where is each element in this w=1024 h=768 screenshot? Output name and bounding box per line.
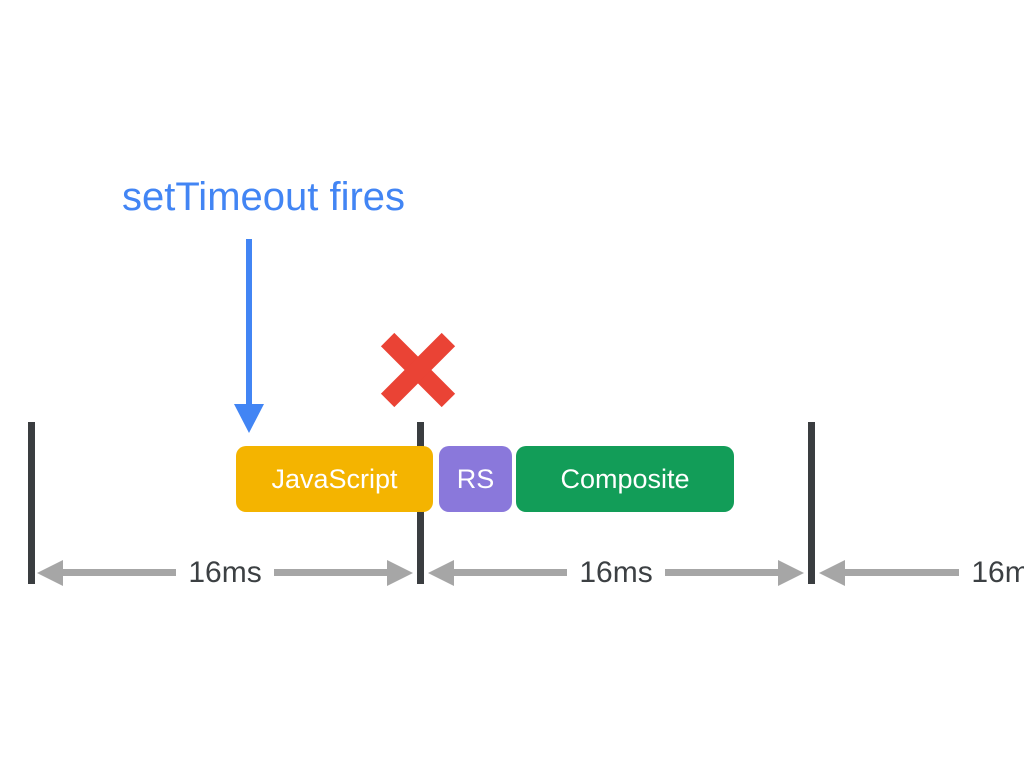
interval-arrow-3: 16ms [819, 556, 1024, 589]
interval-arrow-1: 16ms [37, 556, 414, 589]
task-block-label: RS [456, 463, 495, 494]
task-block-composite: Composite [516, 446, 734, 512]
arrow-line [845, 569, 960, 576]
interval-duration-label: 16ms [579, 555, 653, 589]
task-block-label: JavaScript [271, 463, 398, 494]
frame-boundary-tick-3 [808, 422, 815, 584]
arrowhead-left-icon [428, 559, 454, 586]
arrow-line [273, 569, 388, 576]
task-block-recalc-styles: RS [439, 446, 512, 512]
arrowhead-left-icon [37, 559, 63, 586]
settimeout-arrowhead-icon [234, 404, 264, 433]
task-block-javascript: JavaScript [236, 446, 433, 512]
arrow-line [664, 569, 779, 576]
arrowhead-left-icon [819, 559, 845, 586]
interval-arrow-2: 16ms [428, 556, 805, 589]
missed-frame-x-icon [380, 332, 455, 407]
settimeout-arrow-icon [246, 239, 252, 406]
interval-duration-label: 16ms [971, 555, 1024, 589]
arrow-line [63, 569, 177, 576]
arrowhead-right-icon [387, 559, 414, 586]
frame-boundary-tick-1 [28, 422, 35, 584]
task-block-label: Composite [560, 463, 690, 494]
arrow-line [454, 569, 568, 576]
arrowhead-right-icon [778, 559, 805, 586]
interval-duration-label: 16ms [188, 555, 262, 589]
settimeout-fires-label: setTimeout fires [122, 175, 406, 219]
